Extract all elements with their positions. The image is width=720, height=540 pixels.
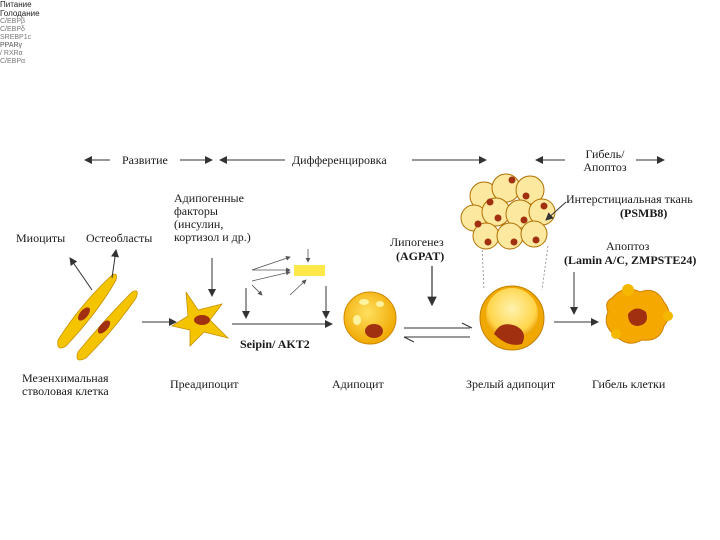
dying-cell	[605, 284, 673, 344]
ppar-label: PPARγ	[0, 42, 23, 49]
msc-label: Мезенхимальная стволовая клетка	[22, 372, 109, 398]
stage-death-line2: Апоптоз	[583, 160, 627, 174]
stage-death-line1: Гибель/	[585, 147, 625, 161]
seipin-akt2-label: Seipin/ AKT2	[240, 337, 310, 351]
fasting-label: Голодание	[0, 9, 40, 18]
msc-label-line1: Мезенхимальная	[22, 371, 109, 385]
stage-differentiation-label: Дифференцировка	[292, 153, 387, 167]
arrow-to-osteoblasts	[111, 249, 119, 279]
adipogenic-line1: Адипогенные	[174, 191, 244, 205]
preadipocyte-label: Преадипоцит	[170, 377, 239, 391]
cebpd-label: C/EBPδ	[0, 26, 25, 33]
cell-death-label: Гибель клетки	[592, 377, 666, 391]
osteoblasts-label: Остеобласты	[86, 231, 153, 245]
myocytes-label: Миоциты	[16, 231, 66, 245]
interstitial-tissue-label: Интерстициальная ткань	[566, 192, 693, 206]
mature-adipocyte-label: Зрелый адипоцит	[466, 377, 556, 391]
adipocyte-cell	[343, 291, 397, 345]
stage-death-label: Гибель/ Апоптоз	[574, 148, 636, 174]
msc-cells	[57, 273, 138, 361]
arrow-to-myocytes	[69, 257, 93, 291]
apoptosis-label: Апоптоз	[606, 239, 650, 253]
cebpb-label: C/EBPβ	[0, 18, 26, 25]
mature-adipocyte-cell	[479, 285, 545, 351]
adipogenic-factors-label: Адипогенные факторы (инсулин, кортизол и…	[174, 192, 251, 244]
stage-development-label: Развитие	[122, 153, 168, 167]
interstitial-tissue	[460, 173, 556, 291]
msc-label-line2: стволовая клетка	[22, 384, 109, 398]
rxr-label: / RXRα	[0, 50, 23, 57]
adipocyte-label: Адипоцит	[332, 377, 384, 391]
transcription-network	[242, 249, 330, 319]
psmb8-label: (PSMB8)	[620, 206, 668, 220]
preadipocyte-cell	[170, 291, 230, 347]
srebp-label: SREBP1c	[0, 34, 32, 41]
feeding-fasting-arrows	[403, 322, 473, 343]
arrow-to-tissue	[545, 201, 567, 221]
agpat-label: (AGPAT)	[396, 249, 445, 263]
adipogenic-line4: кортизол и др.)	[174, 230, 251, 244]
adipogenic-line2: факторы	[174, 204, 218, 218]
feeding-label: Питание	[0, 0, 32, 9]
cebpa-label: C/EBPα	[0, 58, 26, 65]
lamin-label: (Lamin A/C, ZMPSTE24)	[564, 253, 697, 267]
adipogenic-line3: (инсулин,	[174, 217, 224, 231]
lipogenesis-label: Липогенез	[390, 235, 444, 249]
